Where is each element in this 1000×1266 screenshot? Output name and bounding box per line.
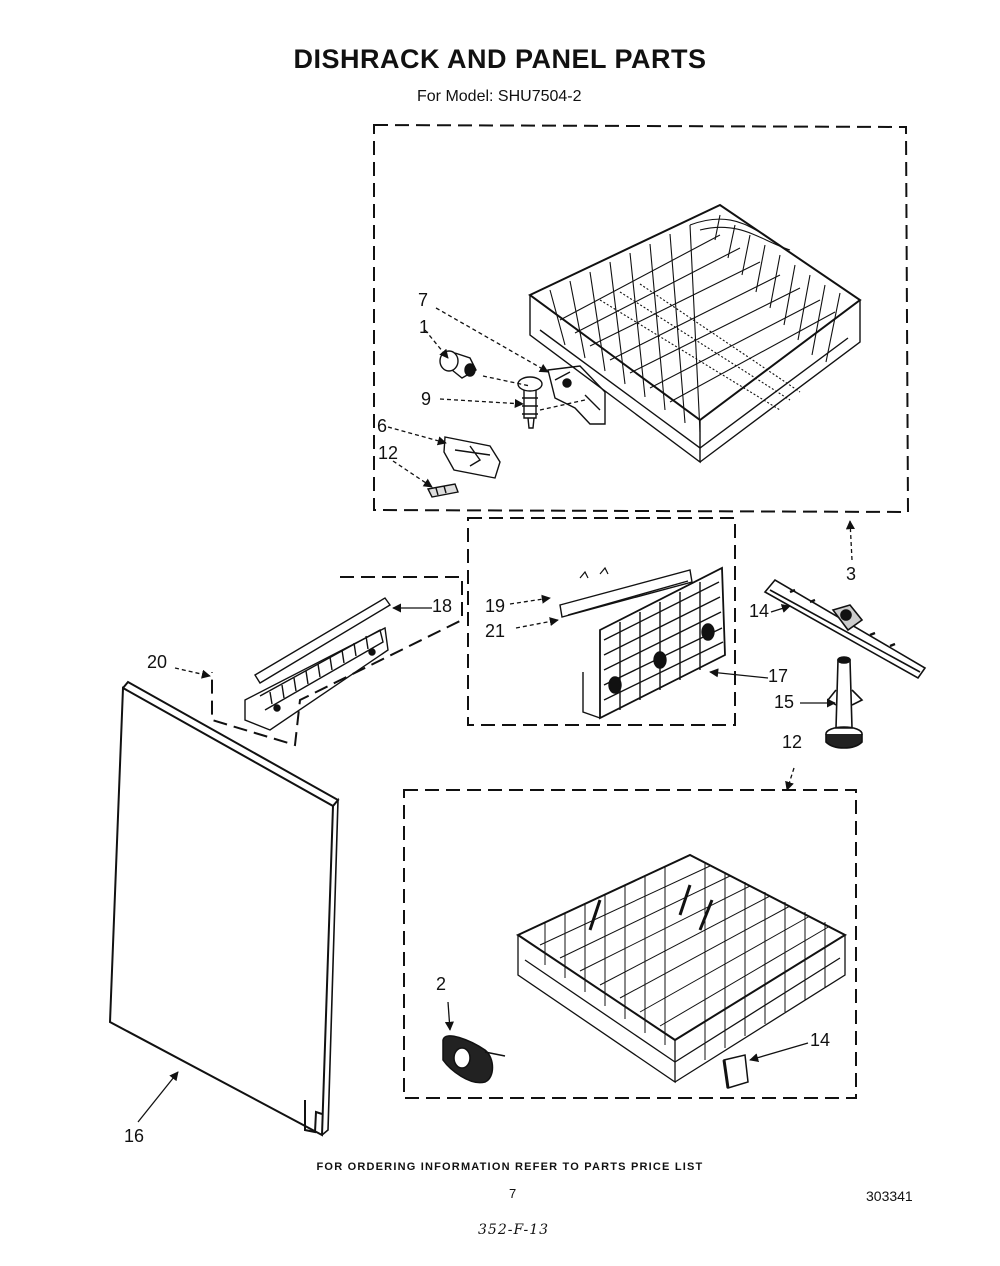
- spray-arm: [763, 578, 927, 680]
- part-17-filter-panel: [582, 566, 726, 720]
- callout-12: 12: [782, 732, 802, 752]
- ordering-note: FOR ORDERING INFORMATION REFER TO PARTS …: [316, 1161, 704, 1173]
- part-5-bracket: [547, 365, 606, 425]
- top-trim-box: [211, 576, 463, 747]
- lower-dishrack: [515, 853, 848, 1084]
- callout-20: 20: [147, 652, 167, 672]
- document-number: 303341: [866, 1188, 913, 1204]
- group-boxes: [211, 123, 910, 1099]
- top-trim-assembly: [244, 597, 392, 731]
- callout-21: 21: [485, 621, 505, 641]
- callout-9: 14: [749, 601, 769, 621]
- callout-6: 9: [421, 389, 431, 409]
- door-panel: [108, 680, 340, 1137]
- upper-small-parts: [426, 350, 606, 498]
- part-1-bumper: [439, 350, 477, 379]
- callout-labels: 7 1 9 6 12 3 18 19 21 14 20 17 15 12 2 1…: [124, 290, 856, 1146]
- spray-tube: [825, 656, 864, 749]
- callout-18: 18: [432, 596, 452, 616]
- spray-panel-assembly: [559, 566, 726, 720]
- part-2-wheel: [442, 1035, 506, 1084]
- handwritten-note: 352-F-13: [478, 1222, 550, 1238]
- part-4-clip: [443, 436, 501, 479]
- part-19-bar: [559, 566, 693, 618]
- part-18-strip: [254, 597, 392, 684]
- callout-19: 19: [485, 596, 505, 616]
- callout-7: 12: [378, 443, 398, 463]
- upper-rack-box: [373, 123, 910, 514]
- page-title: DISHRACK AND PANEL PARTS: [293, 44, 707, 74]
- callout-1: 1: [419, 317, 429, 337]
- solid-leaders: [137, 603, 836, 1123]
- upper-dishrack: [528, 203, 862, 464]
- callout-17: 17: [768, 666, 788, 686]
- part-14-end-cap: [722, 1054, 749, 1089]
- model-subtitle: For Model: SHU7504-2: [417, 88, 582, 105]
- callout-5: 7: [418, 290, 428, 310]
- callout-15: 15: [774, 692, 794, 712]
- part-6-roller: [517, 376, 543, 429]
- leader-lines: [174, 307, 855, 791]
- callout-3: 3: [846, 564, 856, 584]
- lower-small-parts: [442, 1035, 749, 1089]
- callout-14: 14: [810, 1030, 830, 1050]
- callout-16: 16: [124, 1126, 144, 1146]
- callout-2: 2: [436, 974, 446, 994]
- upper-rack-tines: [549, 214, 841, 433]
- part-7-pin: [426, 483, 459, 498]
- page-number: 7: [509, 1186, 517, 1201]
- lower-rack-box: [403, 789, 857, 1099]
- part-20-vent: [244, 626, 389, 731]
- callout-4: 6: [377, 416, 387, 436]
- spray-panel-box: [467, 517, 736, 726]
